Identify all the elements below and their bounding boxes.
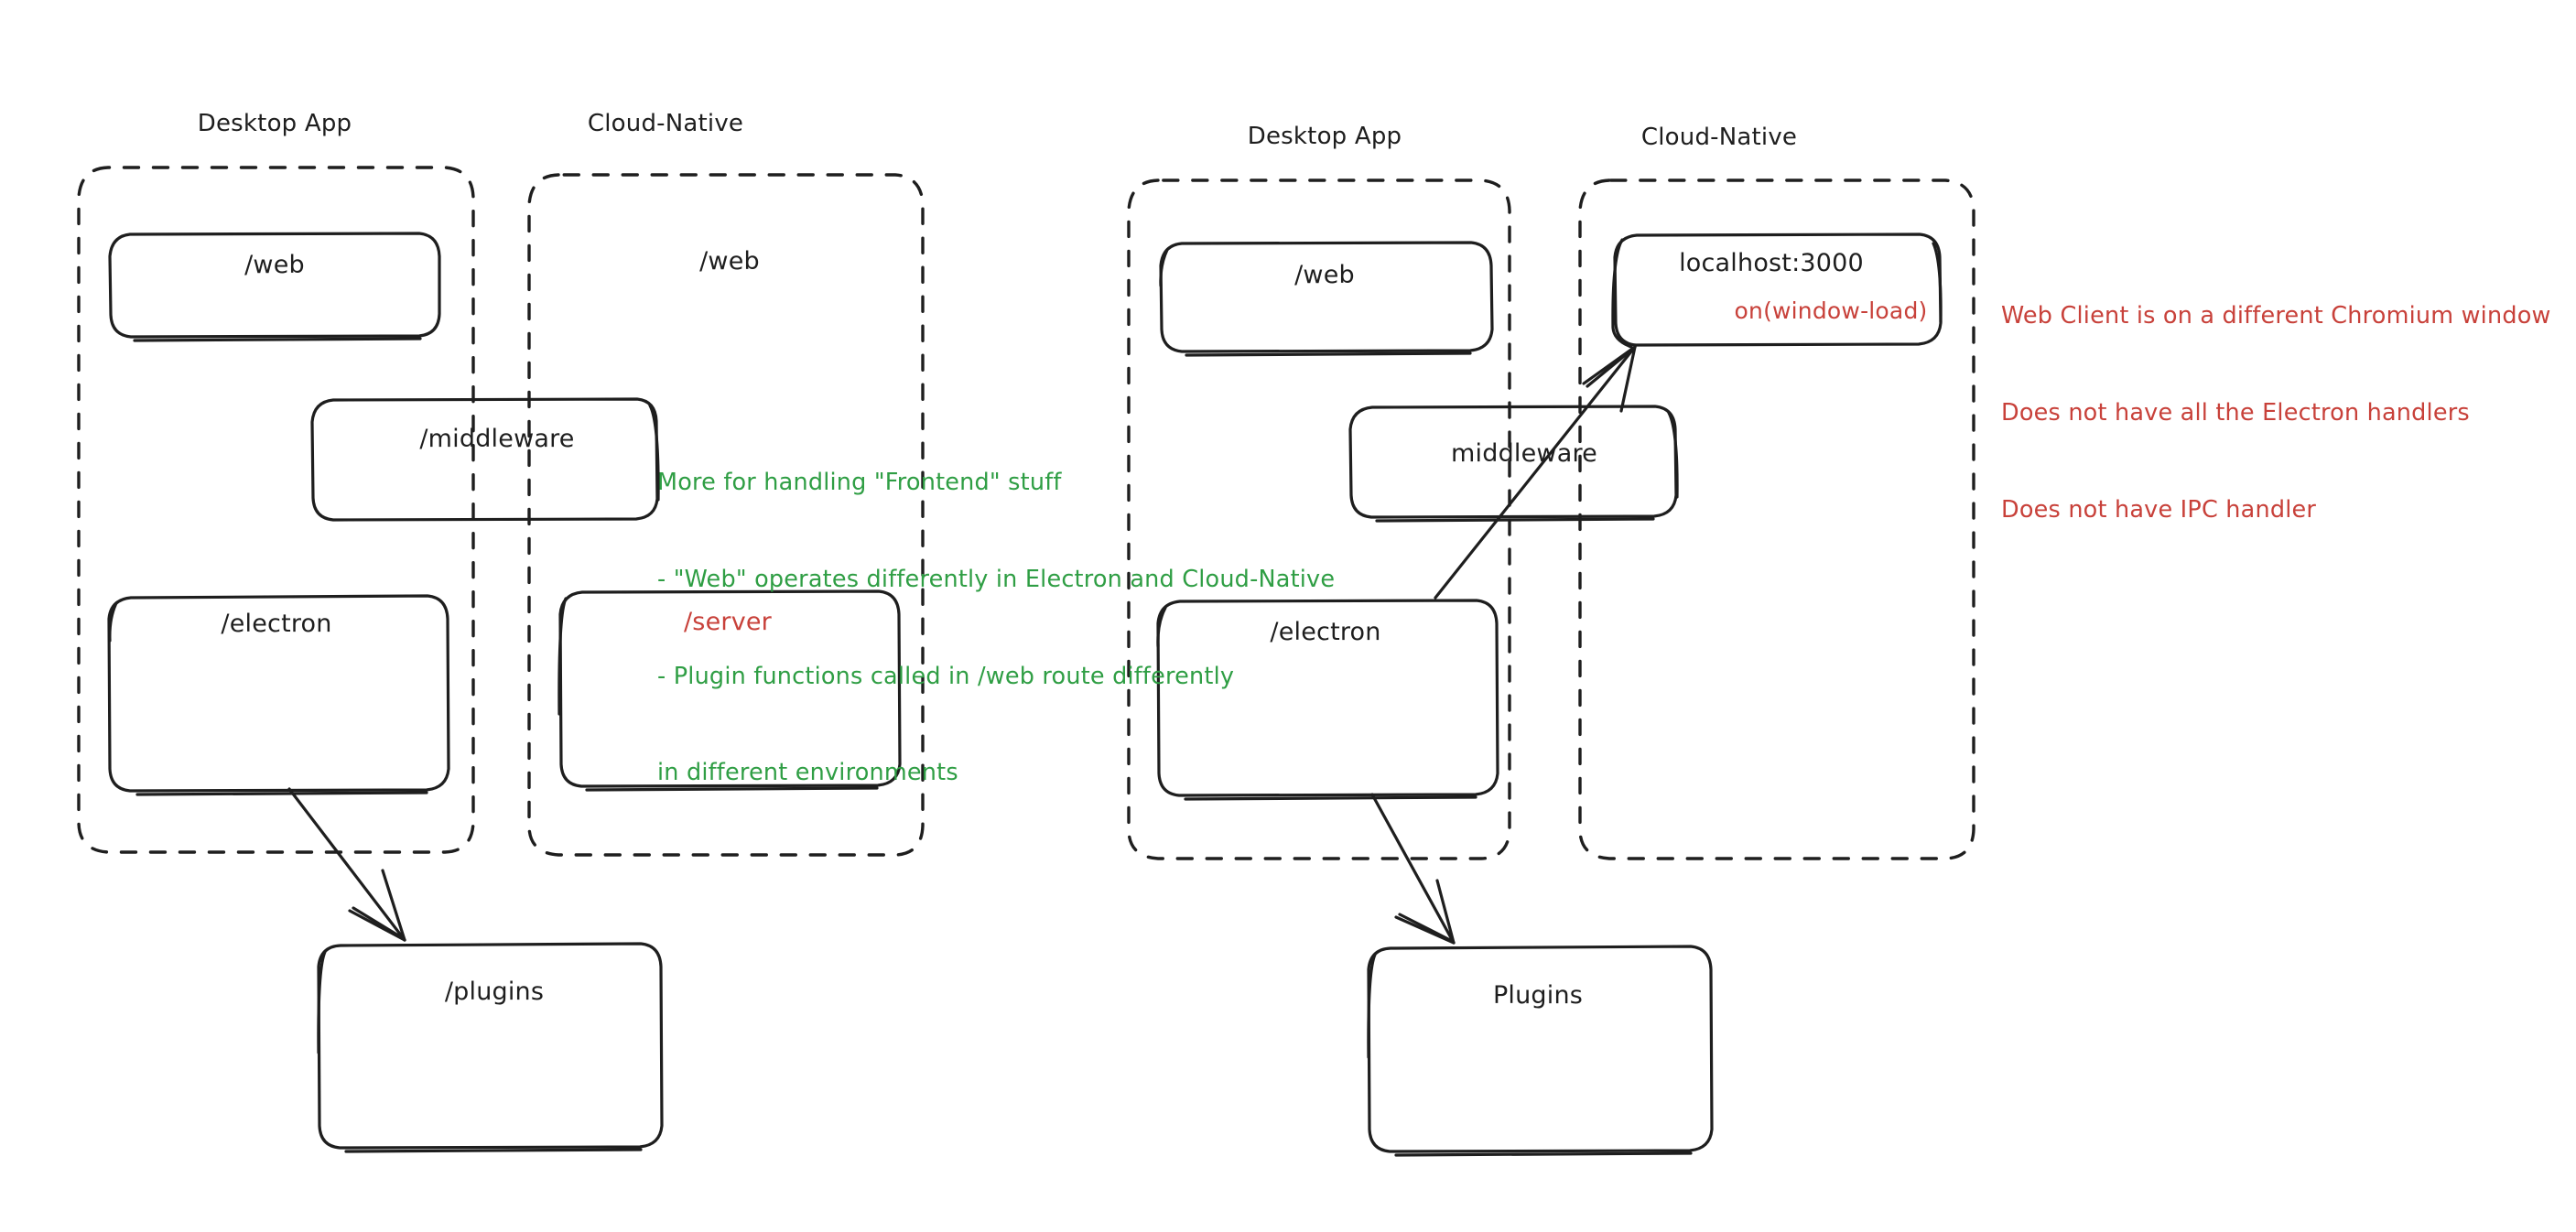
annotation-red-line-1: Web Client is on a different Chromium wi…	[2001, 302, 2551, 330]
annotation-red-line-3: Does not have IPC handler	[2001, 495, 2317, 524]
shape-left-middleware	[310, 397, 660, 522]
shape-right-plugins	[1367, 945, 1714, 1157]
annotation-red-note: Web Client is on a different Chromium wi…	[2001, 236, 2551, 590]
arrow-right-electron-to-localhost	[1434, 345, 1637, 600]
group-title-left-desktop-app: Desktop App	[197, 110, 352, 137]
annotation-green-line-4: in different environments	[657, 759, 958, 787]
annotation-green-line-3: - Plugin functions called in /web route …	[657, 662, 1235, 690]
box-label-left-desktop-electron[interactable]: /electron	[221, 610, 332, 638]
arrow-left-electron-to-plugins	[287, 787, 406, 942]
annotation-red-line-2: Does not have all the Electron handlers	[2001, 398, 2470, 427]
box-label-left-cloud-web[interactable]: /web	[699, 247, 760, 276]
arrow-right-electron-to-plugins	[1370, 793, 1456, 945]
group-title-left-cloud-native: Cloud-Native	[587, 110, 744, 137]
box-label-right-plugins[interactable]: Plugins	[1492, 981, 1584, 1010]
box-sublabel-right-localhost-window-load: on(window-load)	[1734, 297, 1928, 324]
annotation-green-line-2: - "Web" operates differently in Electron…	[657, 565, 1336, 593]
group-container-right-cloud-native	[1578, 178, 1975, 860]
box-label-left-middleware[interactable]: /middleware	[419, 425, 575, 453]
box-label-right-localhost[interactable]: localhost:3000	[1679, 249, 1864, 277]
box-label-right-desktop-electron[interactable]: /electron	[1270, 618, 1381, 646]
group-title-right-cloud-native: Cloud-Native	[1640, 124, 1798, 151]
group-title-right-desktop-app: Desktop App	[1247, 123, 1402, 150]
annotation-green-note: More for handling "Frontend" stuff - "We…	[657, 403, 1335, 854]
box-label-left-desktop-web[interactable]: /web	[244, 251, 305, 279]
box-label-right-middleware[interactable]: middleware	[1451, 439, 1597, 468]
annotation-green-line-1: More for handling "Frontend" stuff	[657, 469, 1062, 497]
box-label-right-desktop-web[interactable]: /web	[1294, 261, 1355, 289]
box-label-left-plugins[interactable]: /plugins	[444, 978, 545, 1006]
box-label-left-cloud-server[interactable]: /server	[684, 608, 772, 636]
